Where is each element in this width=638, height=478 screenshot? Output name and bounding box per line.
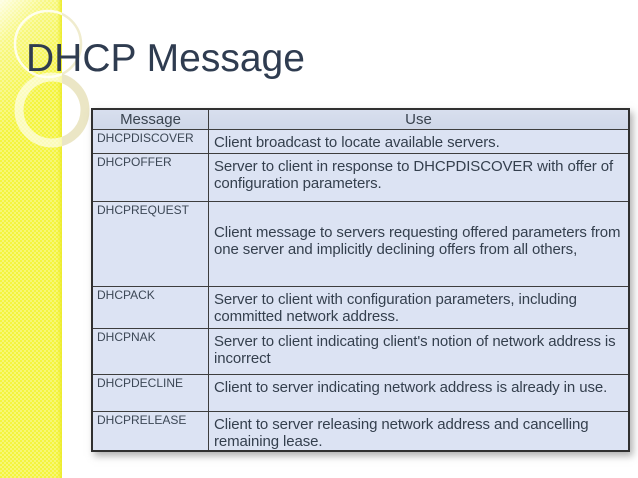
column-header-message: Message: [91, 108, 209, 130]
message-cell: DHCPDECLINE: [91, 373, 209, 412]
use-cell: Server to client indicating client's not…: [208, 327, 630, 375]
table-header-row: Message Use: [91, 108, 630, 130]
use-cell: Server to client with configuration para…: [208, 285, 630, 329]
use-cell: Client broadcast to locate available ser…: [208, 128, 630, 154]
use-cell: Server to client in response to DHCPDISC…: [208, 152, 630, 202]
use-cell: Client to server indicating network addr…: [208, 373, 630, 412]
use-cell: Client message to servers requesting off…: [208, 200, 630, 287]
message-cell: DHCPACK: [91, 285, 209, 329]
use-cell: Client to server releasing network addre…: [208, 410, 630, 452]
message-cell: DHCPRELEASE: [91, 410, 209, 452]
column-header-use: Use: [208, 108, 630, 130]
message-cell: DHCPOFFER: [91, 152, 209, 202]
message-cell: DHCPNAK: [91, 327, 209, 375]
table-header: Message Use: [91, 108, 630, 130]
slide-title: DHCP Message: [26, 37, 305, 80]
message-cell: DHCPREQUEST: [91, 200, 209, 287]
message-cell: DHCPDISCOVER: [91, 128, 209, 154]
